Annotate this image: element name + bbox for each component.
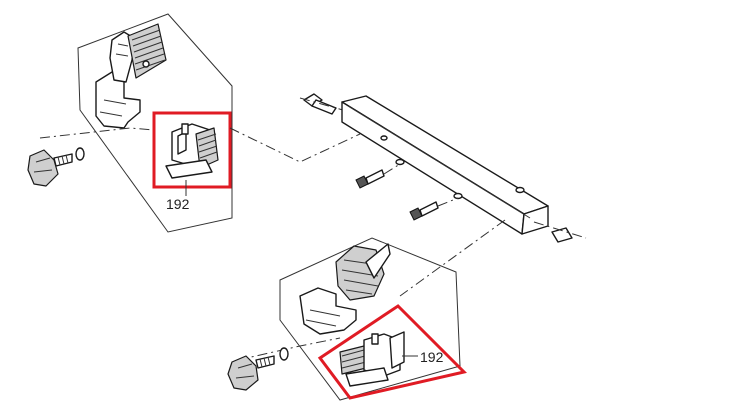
lower-part-192 [339,331,405,387]
upper-axis-line [39,127,155,139]
lower-axis-line [237,337,341,361]
rail-bar-side [341,101,525,235]
rail-assembly [299,93,587,243]
upper-to-rail-axis [229,127,361,163]
rail-to-lower-axis [399,219,506,297]
upper-group-outline [77,13,233,233]
lower-callout-label: 192 [420,349,444,365]
lower-knob [227,355,259,391]
lower-plate [365,243,391,279]
upper-serrated-pad [127,23,167,79]
lower-assembly: 192 [227,237,467,401]
rail-screw-1 [355,163,401,189]
upper-callout-label: 192 [166,196,190,212]
upper-highlight-box [152,111,232,189]
upper-lever [109,31,135,83]
lower-washer [279,347,289,361]
upper-assembly: 192 [27,13,233,233]
lower-bracket [299,287,357,335]
upper-knob [27,149,59,187]
rail-screw-2 [409,197,459,221]
rail-end-bolt-top [303,93,323,107]
rail-bar [341,95,549,215]
upper-washer [75,147,85,161]
lower-highlight-box [317,304,467,400]
upper-part-192 [165,123,219,179]
rail-end-bolt-bottom [551,227,573,243]
